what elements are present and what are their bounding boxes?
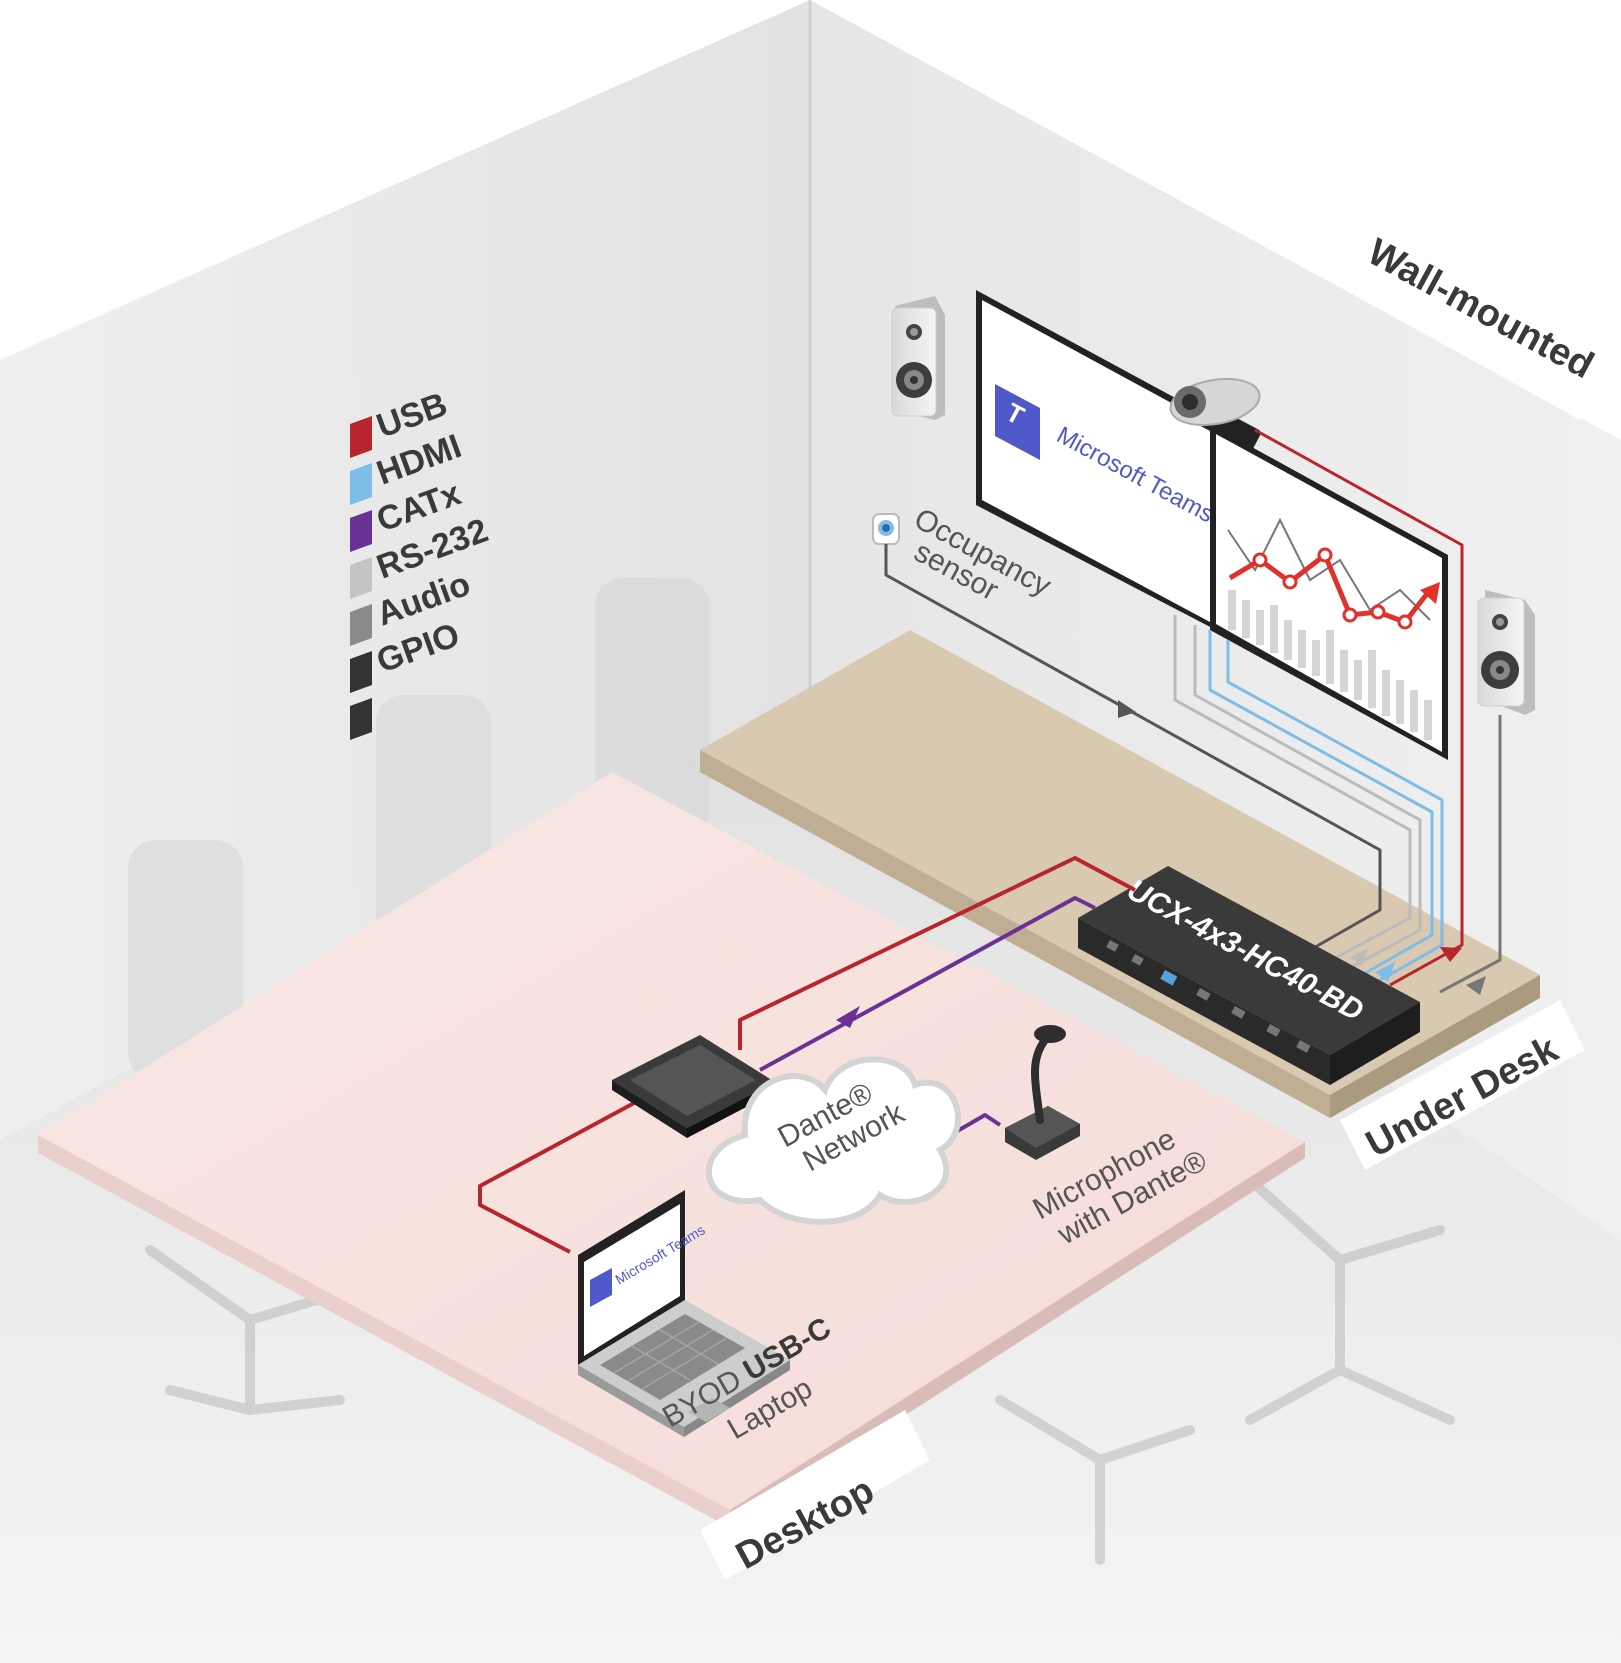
legend-swatch-4 (350, 604, 372, 647)
usb-camera-cable (1254, 428, 1464, 987)
rs232-cable (759, 896, 1096, 1072)
dante-microphone (1005, 1025, 1080, 1160)
display-left: T Microsoft Teams (976, 290, 1218, 630)
occupancy-sensor (872, 513, 900, 545)
legend-swatch-5 (350, 651, 372, 694)
display-right (1210, 424, 1448, 760)
teams-logo-display: T (995, 384, 1040, 460)
rs232-arrow (836, 1006, 860, 1028)
wall-cable-arrows (1118, 700, 1486, 995)
chair-back (595, 578, 710, 838)
legend-swatch-0 (350, 416, 372, 459)
chair-back (128, 840, 243, 1080)
byod-laptop: Microsoft Teams (578, 1190, 790, 1437)
chart-graphic (1227, 517, 1440, 740)
audio-cable-2 (1193, 625, 1422, 970)
laptop-keyboard (600, 1314, 745, 1400)
usb-hdmi-cable (738, 856, 1136, 1050)
legend-swatch-1 (350, 463, 372, 506)
audio-cable (1173, 615, 1412, 960)
cable-cubby (612, 1035, 775, 1138)
wall-cables (884, 428, 1502, 994)
usb-laptop-cable (478, 1086, 663, 1254)
speaker-audio-cable (1439, 715, 1502, 994)
gpio-cable (884, 544, 1382, 952)
desk-surface (38, 772, 1305, 1510)
legend-swatch-3 (350, 557, 372, 600)
catx-cable-2 (1226, 640, 1444, 985)
speaker-left (891, 296, 945, 420)
camera (1169, 377, 1261, 452)
dante-network-cloud: Dante® Network (705, 1056, 961, 1225)
legend-swatch-6 (350, 698, 372, 741)
legend-swatch-2 (350, 510, 372, 553)
catx-cable (1208, 630, 1434, 977)
speaker-right (1477, 590, 1535, 715)
